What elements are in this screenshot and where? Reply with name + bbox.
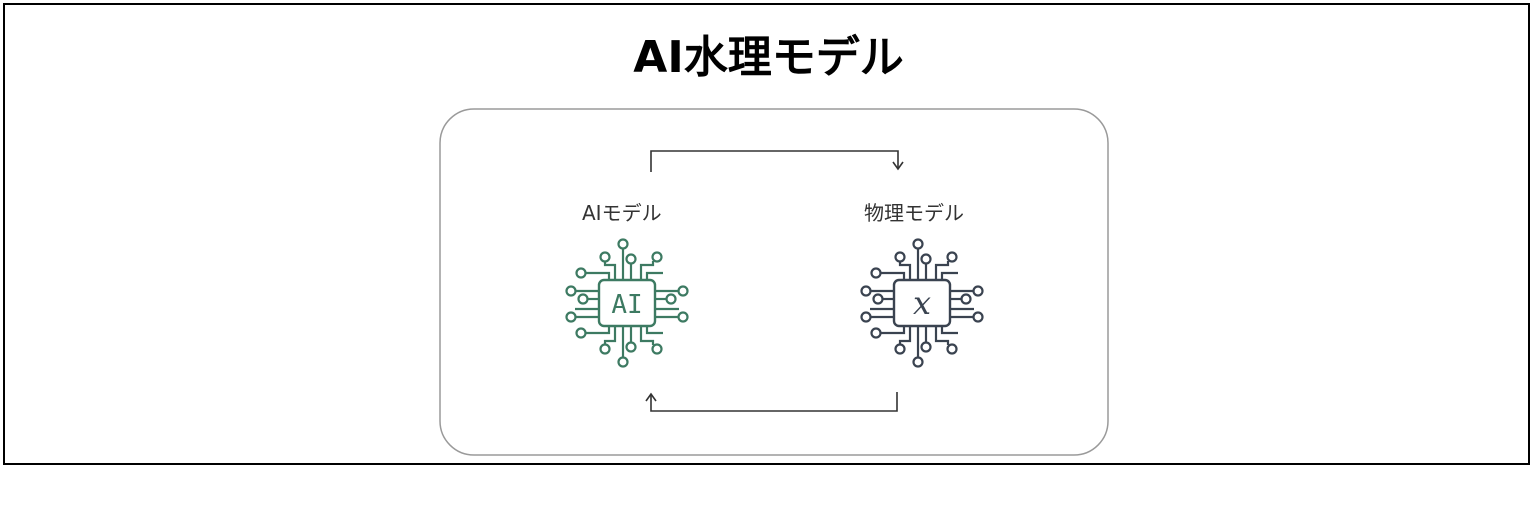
physics-model-label: 物理モデル	[864, 201, 964, 225]
physics-chip-text: x	[913, 284, 931, 322]
outer-frame	[3, 3, 1530, 465]
diagram-container	[439, 108, 1109, 456]
arrow-ai-to-physics	[650, 150, 904, 172]
arrow-physics-to-ai	[645, 392, 898, 412]
ai-model-label: AIモデル	[582, 201, 662, 225]
ai-chip-icon: AI	[565, 238, 689, 368]
physics-chip-icon: x	[860, 238, 984, 368]
ai-chip-text: AI	[611, 290, 642, 320]
page-title: AI水理モデル	[633, 32, 904, 83]
